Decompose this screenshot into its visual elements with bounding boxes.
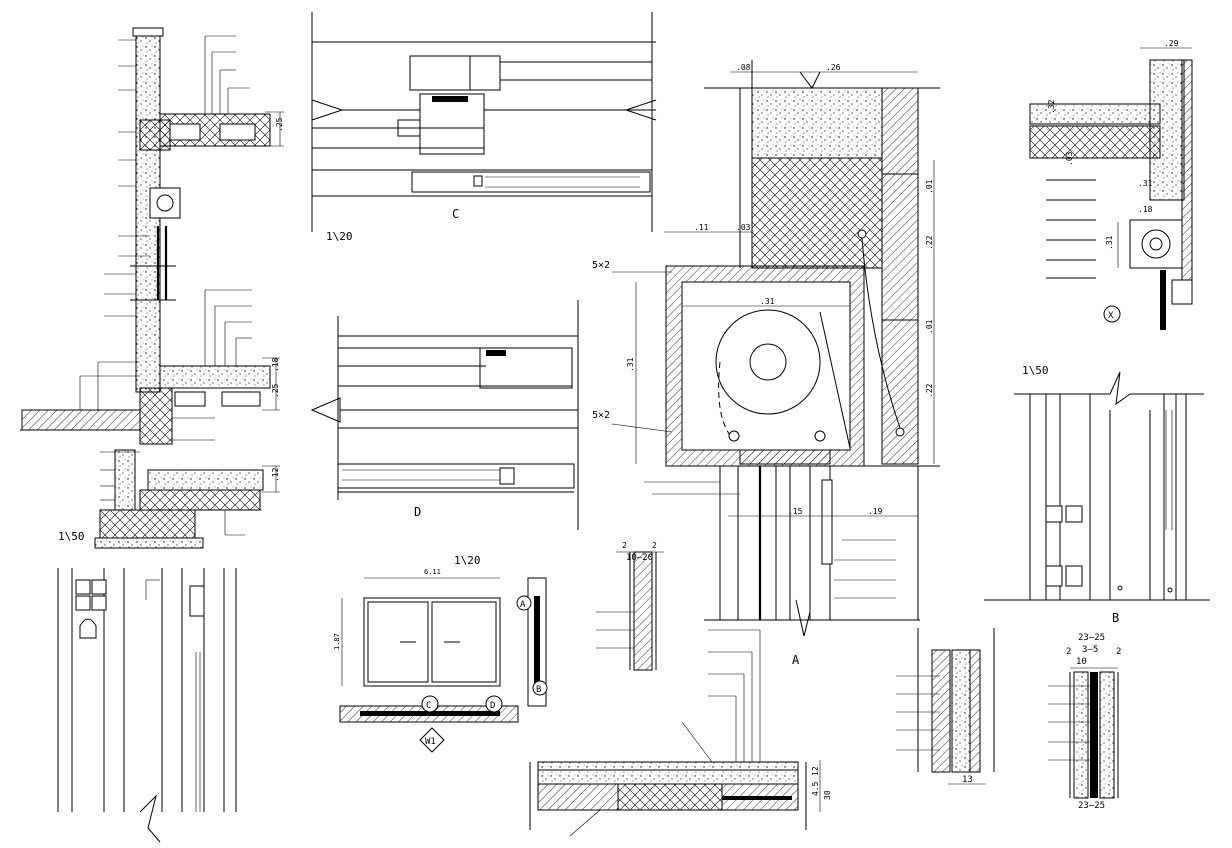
dim-window-width: 6.11 [424,568,441,576]
callout-d-label: D [490,701,495,711]
detail-a-shutter-box: .08 .26 .11 .03 .31 .31 5×2 5×2 .15 .19 … [592,60,940,667]
floor-section-detail: 12 4.5 30 [529,629,832,837]
dim-box-03: .03 [736,223,751,232]
dim-left-25-mid: .25 [271,383,280,398]
detail-x-bubble [1103,305,1121,323]
dim-window-height: 1.87 [333,633,341,650]
dim-x-32: .32 [1047,99,1056,114]
insulation-block [751,157,883,269]
detail-b-label: B [1112,611,1119,625]
dim-box-top-08: .08 [736,63,751,72]
detail-x-label: X [1108,311,1114,321]
window-elevation-w1: 1\20 6.11 1.87 C D W1 A B [333,554,548,753]
dim-box-5x2-bottom: 5×2 [592,410,610,421]
callout-c-bubble[interactable] [421,695,439,713]
shutter-box-x [1129,219,1183,269]
window-tag-label: W1 [425,737,436,747]
foundation [99,509,196,539]
dim-left-25-top: .25 [275,117,284,132]
wall-section-13: 13 [896,628,995,785]
scale-label-left: 1\50 [58,530,85,543]
dim-section-2a: 2 [622,541,627,550]
concrete-lintel [751,87,883,159]
dim-box-19: .19 [868,507,883,516]
detail-c-label: C [452,207,459,221]
dim-box-top-26: .26 [826,63,841,72]
window-tag-diamond [419,727,445,753]
scale-label-right: 1\50 [1022,364,1049,377]
wall-section-10-20: 10–20 2 2 [596,541,664,671]
callout-b-bubble[interactable] [532,680,548,696]
scale-label-window: 1\20 [454,554,481,567]
dim-floor-30: 30 [823,790,832,800]
dim-box-01-a: .01 [925,179,934,194]
detail-b: B [984,371,1210,625]
wall-section-23-25: 23–25 2 3–5 2 10 23–25 [1048,633,1121,811]
dim-right-10: 10 [1076,657,1087,667]
shutter-roll-axle [749,343,787,381]
middle-floor-slab [159,365,271,389]
detail-x: .29 .32 .03 .31 .18 .31 X 1\50 [1022,39,1193,377]
callout-a-label: A [520,600,526,610]
detail-d: D [310,300,579,530]
wall-section-detail: .25 .25 .18 .12 1\50 [20,27,284,549]
dim-box-31-vertical: .31 [626,357,635,372]
shutter-roll-outer [715,309,821,415]
dim-right-23-25-top: 23–25 [1078,633,1105,643]
dim-box-31-horizontal: .31 [760,297,775,306]
dim-box-01-b: .01 [925,319,934,334]
callout-c-label: C [426,701,431,711]
detail-a-label: A [792,653,800,667]
dim-x-29: .29 [1164,39,1179,48]
dim-x-03: .03 [1065,151,1074,166]
door-elevation-detail [57,568,237,843]
dim-box-5x2-top: 5×2 [592,260,610,271]
dim-box-22-a: .22 [925,235,934,250]
dim-left-12: .12 [271,467,280,482]
dim-right-23-25-bottom: 23–25 [1078,801,1105,811]
shutter-box-interior [681,281,851,451]
dim-box-11: .11 [694,223,709,232]
dim-box-15: .15 [788,507,803,516]
scale-label-c: 1\20 [326,230,353,243]
dim-right-3-5: 3–5 [1082,645,1098,655]
dim-box-22-b: .22 [925,383,934,398]
detail-d-label: D [414,505,421,519]
dim-right-2b: 2 [1116,647,1121,657]
shutter-box-small [149,187,181,219]
dim-floor-12: 12 [811,766,820,776]
window-frame [363,597,501,687]
detail-c: C 1\20 [311,12,657,243]
dim-floor-4-5: 4.5 [811,781,820,796]
dim-x-31a: .31 [1138,179,1153,188]
dim-x-18: .18 [1138,205,1153,214]
dim-right-2a: 2 [1066,647,1071,657]
dim-x-31b: .31 [1105,235,1114,250]
dim-wall-13: 13 [962,775,973,785]
callout-b-label: B [536,685,541,695]
callout-d-bubble[interactable] [485,695,503,713]
dim-section-2b: 2 [652,541,657,550]
callout-a-bubble[interactable] [516,595,532,611]
ground-floor-slab [139,489,261,511]
dim-left-18: .18 [271,357,280,372]
